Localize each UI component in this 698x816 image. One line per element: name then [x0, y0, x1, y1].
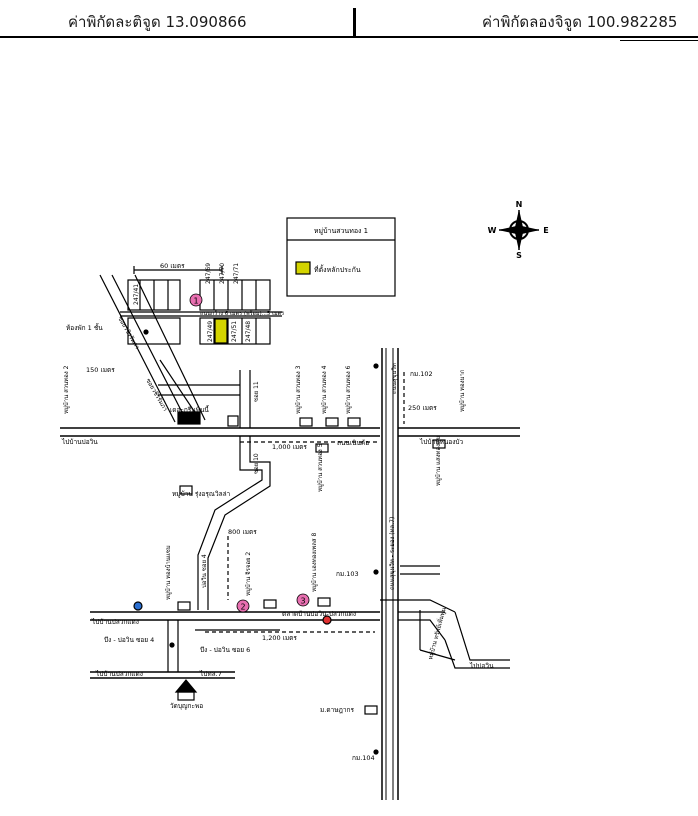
compass-e: E	[543, 226, 548, 235]
dorm-label: ห้องพัก 1 ชั้น	[66, 323, 103, 332]
gas-station-icon	[133, 601, 143, 611]
to-left-2: ไปบ้านปลวกแดง	[95, 670, 143, 678]
to-7: ไปทล.7	[199, 670, 222, 678]
bowin-soi4: บึง - บ่อวิน ซอย 4	[104, 636, 154, 644]
road-6m: ถนนกว้าง 6 เมตร (พร้อม)...5 เมตร	[200, 310, 284, 317]
soi10-label: ซอย 10	[253, 453, 260, 474]
bowin-soi4-v: บ่อวิน ซอย 4	[201, 554, 208, 588]
main-road-label: ถนนเนินค้อ	[337, 439, 369, 447]
header-tail-line	[620, 40, 698, 41]
bowin-soi6: บึง - บ่อวิน ซอย 6	[200, 646, 250, 654]
marker-2-label: 2	[240, 603, 245, 612]
header-separator	[353, 8, 356, 36]
highway-v: ถนนสุขุมวิท - ระยอง (ทล.7)	[389, 517, 396, 590]
lot-3: 247/71	[233, 263, 240, 284]
legend-swatch	[295, 261, 311, 275]
market-label: ตลาดบ้านบ่อวิน-ปลวกแดง	[282, 610, 356, 618]
highway-label: ถนนสุขุมวิท	[391, 363, 398, 394]
village-b: หมู่บ้าน จิรจอย 2	[245, 552, 252, 596]
to-bowin-left: ไปบ้านบ่อวิน	[61, 438, 98, 446]
legend-title: หมู่บ้านสวนทอง 1	[314, 227, 368, 235]
longitude-label: ค่าพิกัดลองจิจูด 100.982285	[482, 13, 678, 31]
house-icons	[177, 417, 446, 715]
lot-4: 247/49	[207, 321, 214, 342]
village-st4: หมู่บ้าน สวนทอง 4	[321, 365, 328, 414]
km103: กม.103	[336, 570, 359, 578]
village-st3: หมู่บ้าน สวนทอง 3	[295, 365, 302, 414]
dist-150m: 150 เมตร	[86, 366, 115, 374]
compass-w: W	[488, 226, 497, 235]
dist-60m: 60 เมตร	[160, 262, 185, 270]
lot-5: 247/51	[231, 321, 238, 342]
lot-1: 247/69	[205, 263, 212, 284]
km102: กม.102	[410, 370, 433, 378]
to-bowin: ไปบ่อวิน	[469, 662, 494, 670]
green-park-label: เดอะกรีนพินนี้	[170, 405, 210, 414]
lot-7: 247/41	[133, 284, 140, 305]
village-rungaroon: หมู่บ้าน รุ่งอรุณวิลล่า	[172, 490, 231, 498]
soi11-label: ซอย 11	[253, 381, 260, 402]
to-left-1: ไปบ้านปลวกแดง	[91, 618, 139, 626]
location-markers: 1 2 3	[189, 293, 310, 613]
dist-800m: 800 เมตร	[228, 528, 257, 536]
temple-icon	[174, 679, 198, 701]
coordinates-header: ค่าพิกัดละติจูด 13.090866 ค่าพิกัดลองจิจ…	[0, 0, 698, 41]
school-label: ม.ดาษฎากร	[320, 706, 354, 714]
collateral-lot	[214, 318, 228, 344]
village-st5: หมู่บ้าน สวนทอง 5	[317, 443, 324, 492]
green-park-building	[177, 411, 201, 425]
dist-250m: 250 เมตร	[408, 404, 437, 412]
dist-1200m: 1,200 เมตร	[262, 634, 297, 642]
dist-1000m: 1,000 เมตร	[272, 443, 307, 451]
village-right: หมู่บ้าน ทองมาก	[459, 369, 466, 412]
village-right3: หมู่บ้าน ทรัพย์เพิ่มพูน	[426, 607, 448, 661]
to-right-road: ไปบ้านหนองบัว	[419, 438, 464, 446]
village-c: หมู่บ้าน เฮงทองเพลส 8	[311, 533, 318, 592]
market-icon	[322, 615, 332, 625]
header-underline	[0, 36, 698, 38]
legend-box	[286, 217, 396, 297]
lot-2: 247/70	[219, 263, 226, 284]
legend-item: ที่ตั้งหลักประกัน	[314, 263, 361, 274]
compass-icon	[499, 210, 539, 250]
lot-6: 247/48	[245, 321, 252, 342]
compass-n: N	[516, 200, 523, 209]
village-soi2: หมู่บ้าน สวนทอง 2	[63, 365, 70, 414]
village-right2: หมู่บ้าน แสงทองสุข	[435, 436, 442, 486]
temple-label: วัดบุญกะพอ	[170, 702, 203, 710]
compass-s: S	[516, 251, 522, 260]
marker-1-label: 1	[193, 297, 198, 306]
marker-3-label: 3	[300, 597, 305, 606]
village-st6: หมู่บ้าน สวนทอง 6	[345, 365, 352, 414]
latitude-label: ค่าพิกัดละติจูด 13.090866	[68, 13, 247, 31]
village-a: หมู่บ้าน ทองบ้านแซม	[165, 545, 172, 600]
km104: กม.104	[352, 754, 375, 762]
